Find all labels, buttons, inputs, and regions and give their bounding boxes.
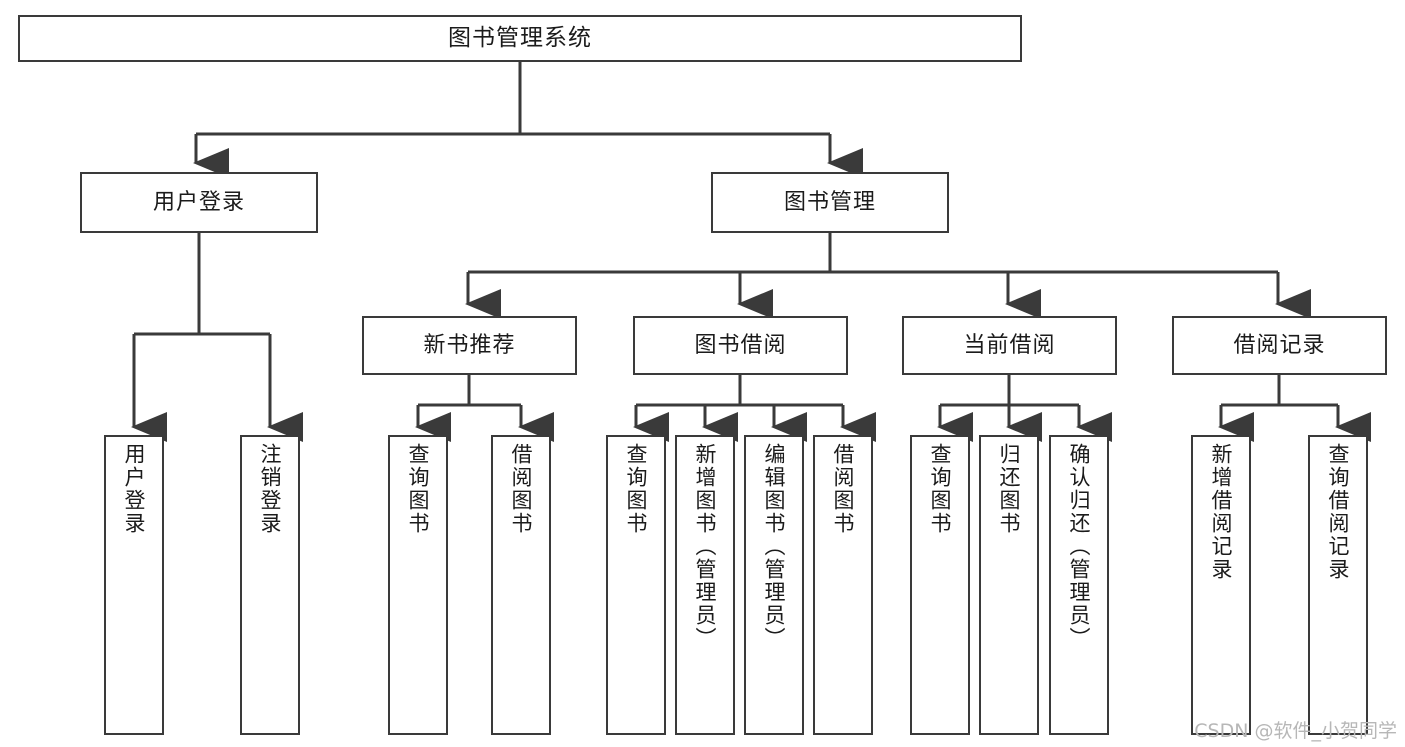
leaf-borrow-record-query-record[interactable]: 查询借阅记录: [1308, 435, 1368, 735]
node-label: 图书管理: [783, 189, 876, 215]
node-label: 查询图书: [928, 443, 953, 535]
leaf-current-borrow-query-book[interactable]: 查询图书: [910, 435, 970, 735]
node-label: 用户登录: [152, 189, 245, 215]
node-borrow-record[interactable]: 借阅记录: [1172, 316, 1387, 375]
node-label: 归还图书: [997, 443, 1022, 535]
node-label: 借阅图书: [831, 443, 856, 535]
node-new-book-recommendation[interactable]: 新书推荐: [362, 316, 577, 375]
watermark-text: CSDN @软件_小贺同学: [1194, 720, 1397, 742]
node-label: 用户登录: [122, 443, 147, 535]
leaf-book-borrow-borrow-book[interactable]: 借阅图书: [813, 435, 873, 735]
leaf-book-borrow-query-book[interactable]: 查询图书: [606, 435, 666, 735]
node-label: 编辑图书（管理员）: [762, 443, 787, 650]
node-label: 查询图书: [406, 443, 431, 535]
node-label: 新增图书（管理员）: [693, 443, 718, 650]
node-user-login[interactable]: 用户登录: [80, 172, 318, 233]
node-label: 当前借阅: [963, 332, 1056, 358]
node-label: 借阅图书: [509, 443, 534, 535]
leaf-current-borrow-confirm-return-admin[interactable]: 确认归还（管理员）: [1049, 435, 1109, 735]
node-book-borrow[interactable]: 图书借阅: [633, 316, 848, 375]
node-book-management[interactable]: 图书管理: [711, 172, 949, 233]
node-label: 注销登录: [258, 443, 283, 535]
node-root-book-management-system[interactable]: 图书管理系统: [18, 15, 1022, 62]
leaf-borrow-record-add-record[interactable]: 新增借阅记录: [1191, 435, 1251, 735]
leaf-current-borrow-return-book[interactable]: 归还图书: [979, 435, 1039, 735]
leaf-new-book-query-book[interactable]: 查询图书: [388, 435, 448, 735]
node-label: 新增借阅记录: [1209, 443, 1234, 581]
leaf-book-borrow-add-book-admin[interactable]: 新增图书（管理员）: [675, 435, 735, 735]
node-label: 查询图书: [624, 443, 649, 535]
leaf-user-login-logout[interactable]: 注销登录: [240, 435, 300, 735]
leaf-user-login-login[interactable]: 用户登录: [104, 435, 164, 735]
node-label: 新书推荐: [423, 332, 516, 358]
node-label: 图书管理系统: [448, 25, 592, 52]
node-current-borrow[interactable]: 当前借阅: [902, 316, 1117, 375]
node-label: 确认归还（管理员）: [1067, 443, 1092, 650]
leaf-book-borrow-edit-book-admin[interactable]: 编辑图书（管理员）: [744, 435, 804, 735]
node-label: 查询借阅记录: [1326, 443, 1351, 581]
node-label: 图书借阅: [694, 332, 787, 358]
node-label: 借阅记录: [1233, 332, 1326, 358]
leaf-new-book-borrow-book[interactable]: 借阅图书: [491, 435, 551, 735]
